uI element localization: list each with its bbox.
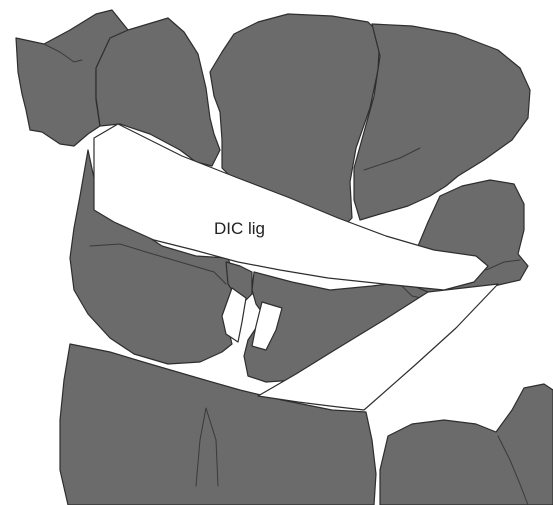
- ulna-bone: [380, 384, 553, 505]
- dic-ligament-label: DIC lig: [214, 219, 265, 238]
